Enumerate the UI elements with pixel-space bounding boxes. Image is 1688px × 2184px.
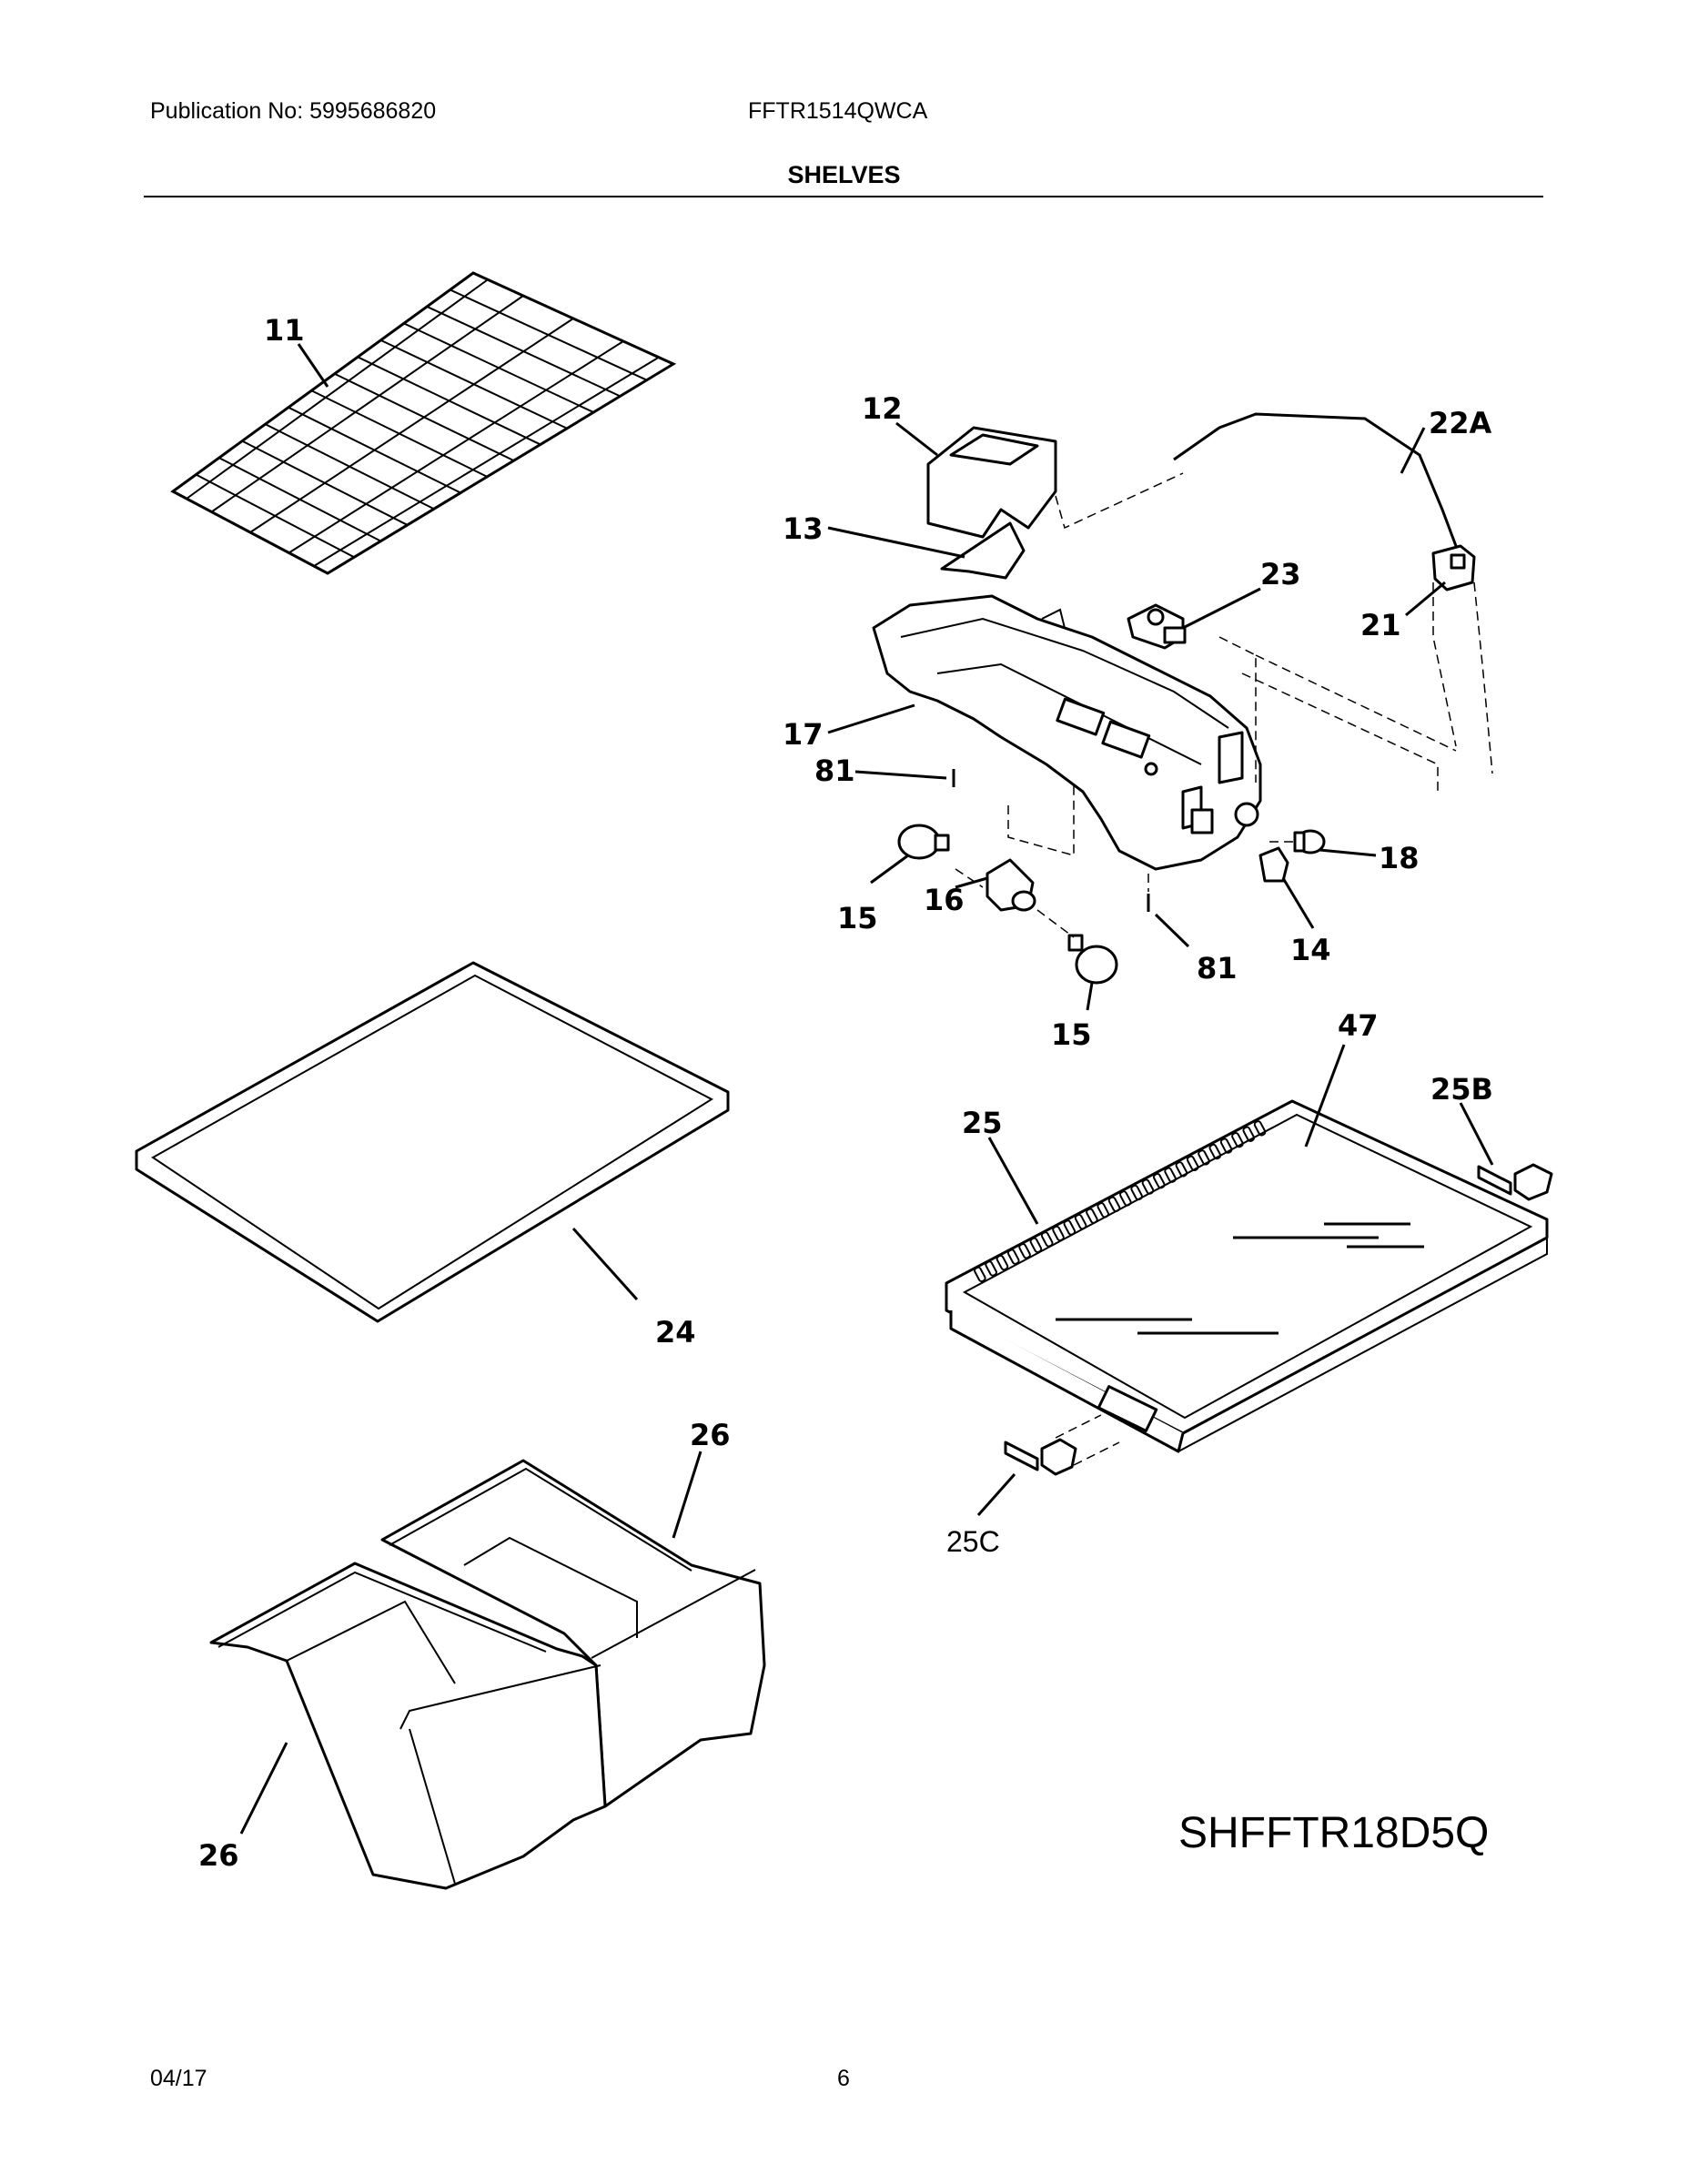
footer-page-number: 6 <box>837 2066 850 2091</box>
part-number-81-upper: 81 <box>814 753 855 788</box>
part-number-81-lower: 81 <box>1197 951 1238 986</box>
wire-harness-drawing <box>1173 412 1458 547</box>
section-title: SHELVES <box>787 161 901 188</box>
vented-shelf-drawing <box>945 1099 1549 1453</box>
wire-shelf-drawing <box>170 271 677 575</box>
leader-lines <box>239 343 1494 1835</box>
part-number-18: 18 <box>1379 841 1420 875</box>
part-number-47: 47 <box>1338 1008 1379 1043</box>
shelf-bracket-right-drawing <box>1477 1163 1553 1201</box>
part-number-13: 13 <box>783 511 824 546</box>
part-number-25c: 25C <box>946 1525 1000 1558</box>
light-shield-drawing <box>926 426 1057 539</box>
rocker-switch-drawing <box>1258 846 1289 883</box>
part-number-25b: 25B <box>1430 1072 1493 1107</box>
part-number-26-lower: 26 <box>198 1838 239 1873</box>
socket-drawing <box>986 858 1036 912</box>
part-number-22a: 22A <box>1429 406 1492 440</box>
door-switch-drawing <box>1431 544 1476 592</box>
light-lens-drawing <box>940 521 1026 580</box>
part-number-16: 16 <box>924 883 965 917</box>
part-number-23: 23 <box>1260 557 1301 592</box>
part-number-21: 21 <box>1360 608 1401 642</box>
part-number-11: 11 <box>264 313 305 348</box>
header-rule <box>144 196 1543 197</box>
part-number-12: 12 <box>862 391 903 426</box>
part-number-15-upper: 15 <box>837 901 878 935</box>
bulb-upper-drawing <box>897 824 950 860</box>
diagram-code: SHFFTR18D5Q <box>1178 1809 1489 1857</box>
part-number-24: 24 <box>655 1315 696 1350</box>
assembly-dash-lines <box>955 472 1493 938</box>
model-number: FFTR1514QWCA <box>748 98 928 124</box>
part-number-17: 17 <box>783 717 824 752</box>
light-switch-drawing <box>1293 829 1326 854</box>
publication-number: Publication No: 5995686820 <box>150 98 437 124</box>
footer-date: 04/17 <box>150 2066 207 2091</box>
control-housing-drawing <box>872 594 1262 871</box>
bulb-lower-drawing <box>1067 934 1118 985</box>
crisper-drawer-right-drawing <box>380 1459 766 1808</box>
shelf-bracket-left-drawing <box>1004 1414 1120 1476</box>
part-numbers: 11 12 13 17 81 23 21 22A 18 14 81 15 15 … <box>198 313 1493 1873</box>
part-number-15-lower: 15 <box>1051 1017 1092 1052</box>
part-number-26-upper: 26 <box>690 1418 731 1452</box>
glass-shelf-drawing <box>135 961 730 1323</box>
part-number-14: 14 <box>1290 933 1331 967</box>
crisper-drawer-left-drawing <box>209 1562 607 1890</box>
thermostat-drawing <box>1127 603 1187 650</box>
part-number-25: 25 <box>962 1106 1003 1140</box>
